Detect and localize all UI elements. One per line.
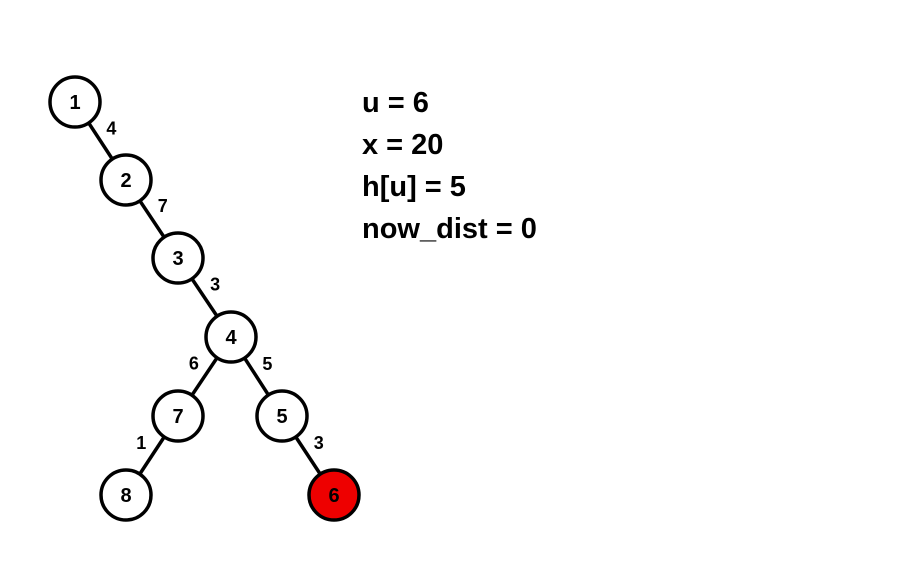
node-circle-6	[307, 468, 361, 522]
node-label-7: 7	[172, 406, 183, 428]
node-label-8: 8	[120, 485, 131, 507]
edge-weight-3-4: 3	[210, 275, 220, 295]
edge-weight-4-7: 6	[189, 354, 199, 374]
node-circle-4	[204, 310, 258, 364]
var-now-dist: now_dist = 0	[362, 213, 537, 245]
tree-node-7: 7	[151, 389, 205, 443]
tree-node-6: 6	[307, 468, 361, 522]
nodes-layer: 1 2 3 4 7 5 8 6	[48, 75, 361, 522]
tree-node-3: 3	[151, 231, 205, 285]
node-label-4: 4	[225, 327, 237, 349]
node-circle-1	[48, 75, 102, 129]
var-h-u: h[u] = 5	[362, 171, 466, 203]
edge-weight-2-3: 7	[158, 196, 168, 216]
edge-weight-4-5: 5	[262, 354, 272, 374]
tree-node-8: 8	[99, 468, 153, 522]
node-label-1: 1	[69, 92, 80, 114]
tree-node-2: 2	[99, 153, 153, 207]
edge-weight-1-2: 4	[106, 118, 116, 138]
node-circle-8	[99, 468, 153, 522]
variable-panel: u = 6 x = 20 h[u] = 5 now_dist = 0	[362, 82, 537, 250]
var-u: u = 6	[362, 87, 429, 119]
node-label-6: 6	[328, 485, 339, 507]
node-circle-3	[151, 231, 205, 285]
tree-node-4: 4	[204, 310, 258, 364]
node-circle-7	[151, 389, 205, 443]
var-x: x = 20	[362, 129, 444, 161]
tree-node-5: 5	[255, 389, 309, 443]
edge-weight-7-8: 1	[136, 433, 146, 453]
edge-weight-5-6: 3	[314, 433, 324, 453]
node-label-2: 2	[120, 170, 131, 192]
node-circle-5	[255, 389, 309, 443]
tree-node-1: 1	[48, 75, 102, 129]
node-label-3: 3	[172, 248, 183, 270]
node-label-5: 5	[276, 406, 287, 428]
node-circle-2	[99, 153, 153, 207]
